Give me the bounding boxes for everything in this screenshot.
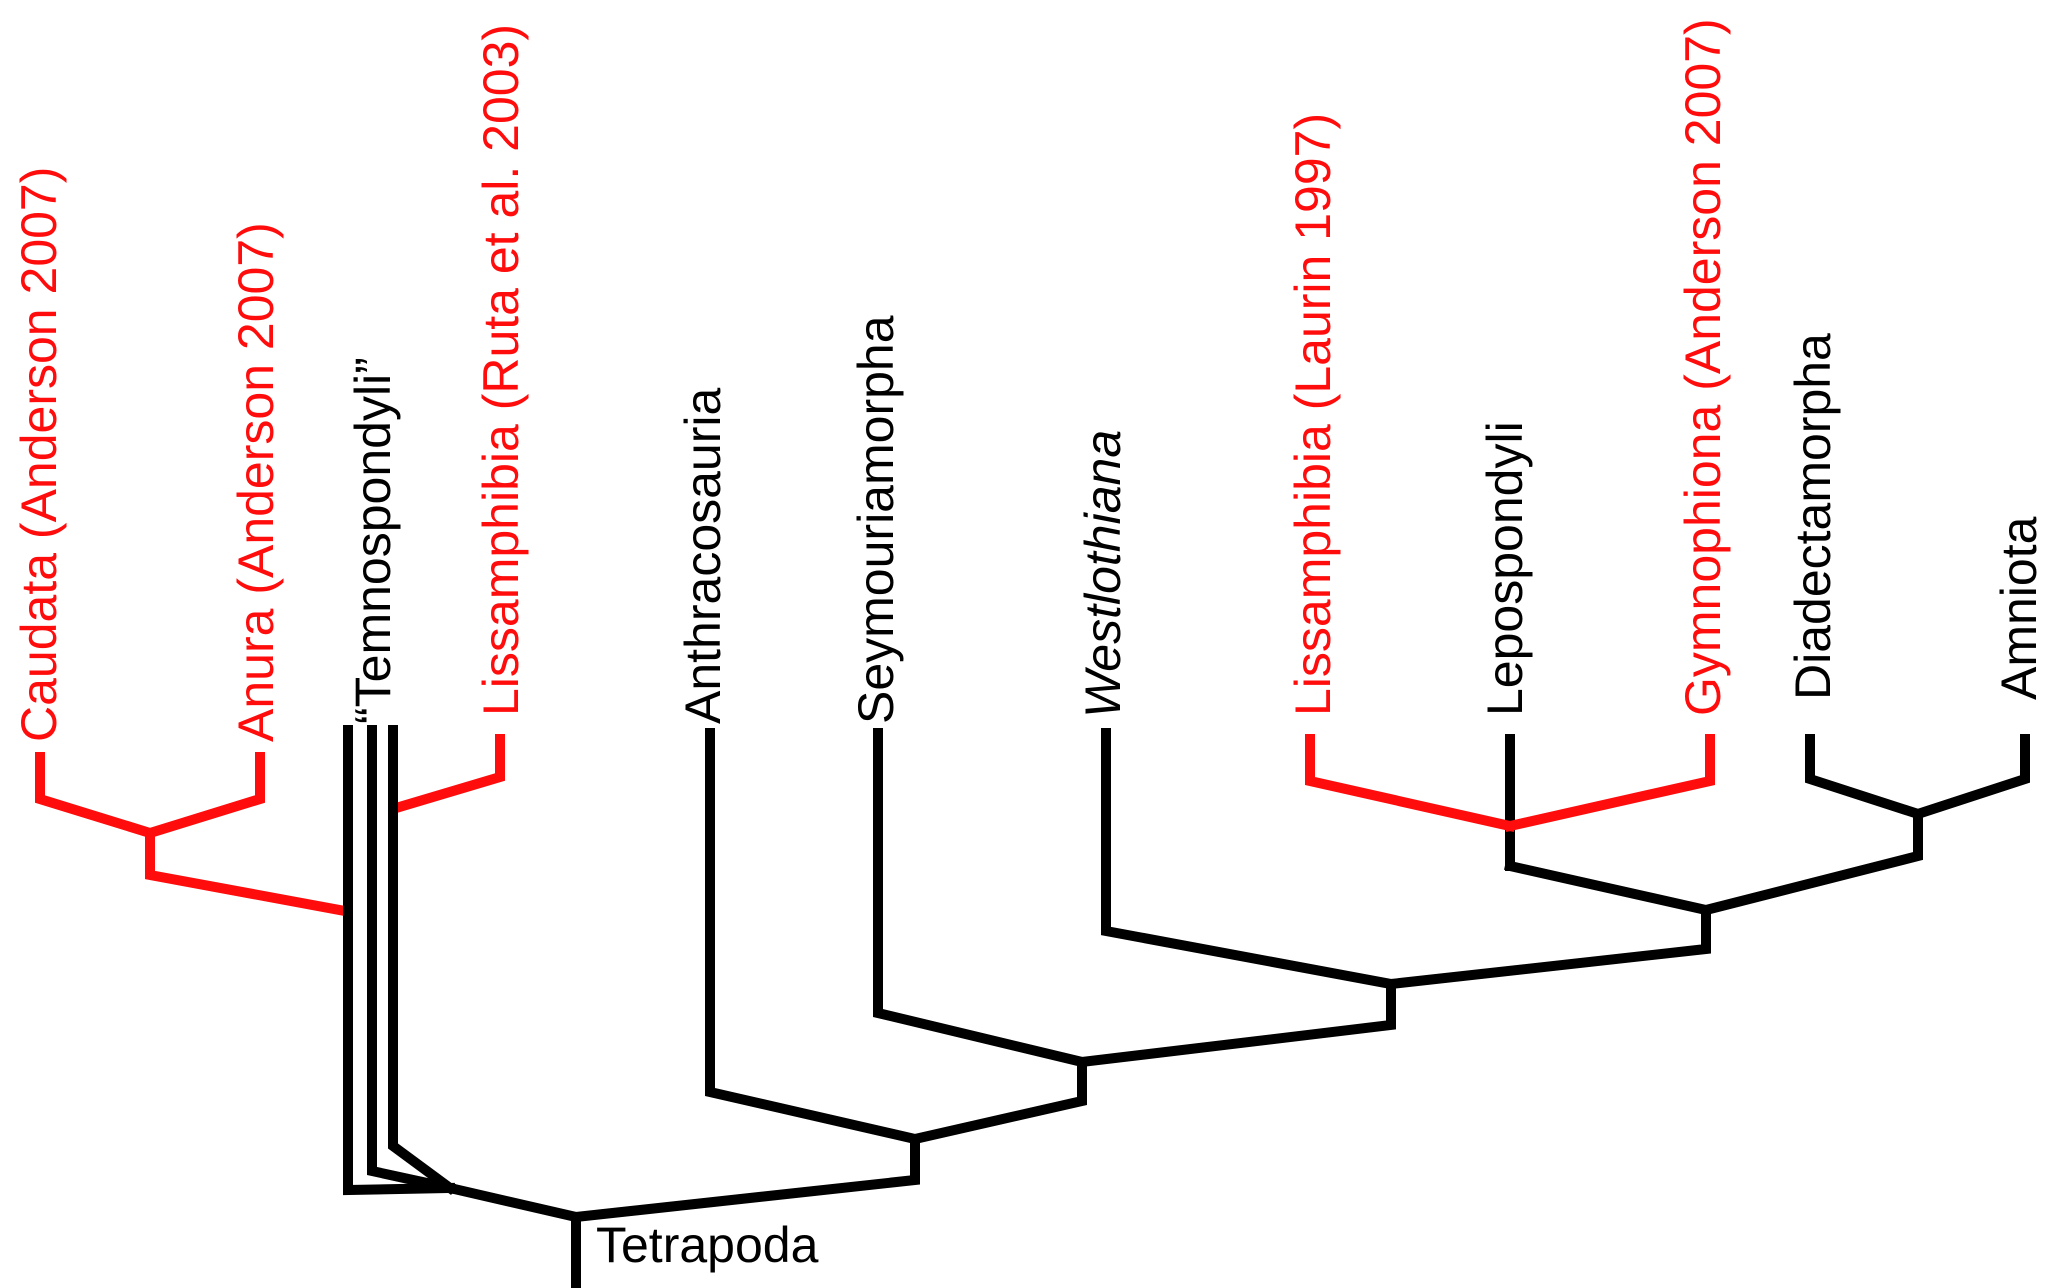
taxon-label-text: Seymouriamorpha — [848, 315, 904, 724]
diadectamorpha-branch — [1805, 734, 1925, 821]
lissamphibia-laurin-branch — [1305, 734, 1516, 832]
caudata-branch — [35, 752, 157, 840]
caudata-anura-stem — [145, 828, 351, 917]
anura-branch — [143, 752, 265, 840]
anthracosauria-branch — [705, 728, 921, 1145]
taxon-label-lissamphibia-ruta: Lissamphibia (Ruta et al. 2003) — [473, 24, 529, 716]
lepospondyli-node-link — [1504, 860, 1712, 916]
temnospondyli-stem-3 — [388, 725, 457, 1195]
temnospondyli-stem-1 — [343, 725, 456, 1196]
node-a — [909, 1057, 1087, 1145]
root-label-tetrapoda: Tetrapoda — [596, 1217, 819, 1273]
taxon-label-text: Lepospondyli — [1477, 421, 1533, 716]
taxon-label-text: Westlothiana — [1075, 430, 1131, 718]
amniota-branch — [1911, 734, 2030, 821]
taxon-label-text: Anthracosauria — [675, 388, 731, 724]
seymouriamorpha-branch — [873, 728, 1089, 1069]
node-b — [1076, 979, 1396, 1068]
tetrapoda-root-branch — [444, 1182, 581, 1288]
taxon-label-caudata: Caudata (Anderson 2007) — [11, 167, 67, 742]
taxon-label-gymnophiona: Gymnophiona (Anderson 2007) — [1675, 18, 1731, 716]
taxon-label-text: Diadectamorpha — [1785, 333, 1841, 700]
taxon-label-seymouriamorpha: Seymouriamorpha — [848, 315, 904, 724]
taxon-label-lepospondyli: Lepospondyli — [1477, 421, 1533, 716]
taxon-label-text: “Temnospondyli” — [345, 357, 401, 724]
taxon-label-text: Amniota — [1991, 516, 2047, 700]
taxon-label-text: Lissamphibia (Laurin 1997) — [1285, 113, 1341, 716]
taxon-label-text: Gymnophiona (Anderson 2007) — [1675, 18, 1731, 716]
temnospondyli-stem-2 — [367, 725, 456, 1194]
taxon-label-lissamphibia-laurin: Lissamphibia (Laurin 1997) — [1285, 113, 1341, 716]
taxon-label-text: Anura (Anderson 2007) — [228, 222, 284, 742]
branches — [35, 725, 2030, 1288]
gymnophiona-branch — [1504, 734, 1715, 832]
taxon-label-diadectamorpha: Diadectamorpha — [1785, 333, 1841, 700]
taxon-label-westlothiana: Westlothiana — [1075, 430, 1131, 718]
lissamphibia-ruta-branch — [389, 734, 505, 815]
taxon-label-anthracosauria: Anthracosauria — [675, 388, 731, 724]
taxon-label-text: Caudata (Anderson 2007) — [11, 167, 67, 742]
taxon-labels: Caudata (Anderson 2007) Anura (Anderson 2… — [11, 18, 2047, 742]
taxon-label-amniota: Amniota — [1991, 516, 2047, 700]
node-c — [1385, 905, 1711, 990]
taxon-label-text: Lissamphibia (Ruta et al. 2003) — [473, 24, 529, 716]
tetrapoda-crown-link — [570, 1134, 920, 1223]
taxon-label-anura: Anura (Anderson 2007) — [228, 222, 284, 742]
amniote-node-link — [1699, 809, 1923, 917]
taxon-label-temnospondyli: “Temnospondyli” — [345, 357, 401, 724]
westlothiana-branch — [1101, 728, 1397, 990]
